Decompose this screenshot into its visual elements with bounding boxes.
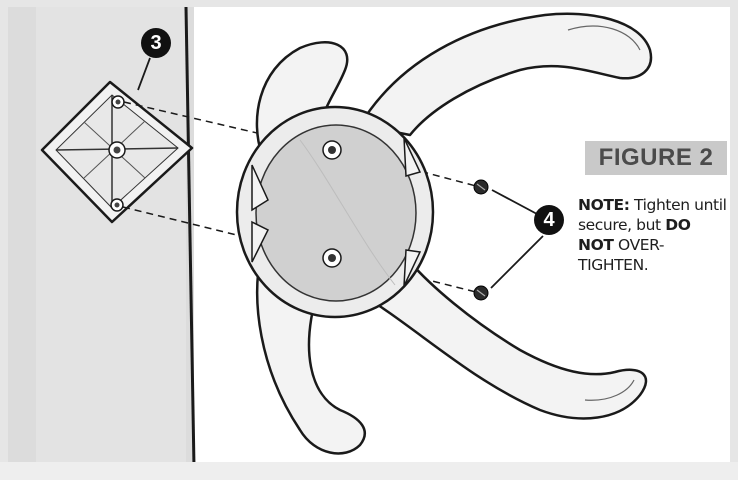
note-emphasis: DO NOT bbox=[578, 216, 691, 254]
frame-border bbox=[0, 0, 8, 480]
assembly-note: NOTE: Tighten until secure, but DO NOT O… bbox=[578, 195, 728, 275]
wall-edge bbox=[184, 6, 196, 468]
callout-leaders bbox=[137, 57, 544, 289]
wall-face bbox=[36, 7, 186, 467]
figure-title: FIGURE 2 bbox=[585, 141, 727, 175]
hanger-hub bbox=[235, 105, 435, 319]
note-text-2: OVER-TIGHTEN. bbox=[578, 236, 665, 274]
note-text-1: Tighten until secure, but bbox=[578, 196, 727, 234]
screws bbox=[473, 179, 489, 301]
note-prefix: NOTE: bbox=[578, 196, 630, 214]
frame-border bbox=[730, 0, 738, 480]
callout-4: 4 bbox=[534, 205, 564, 235]
frame-border bbox=[0, 462, 738, 480]
frame-border bbox=[0, 0, 738, 7]
hanger-arms bbox=[255, 12, 653, 455]
callout-3: 3 bbox=[141, 28, 171, 58]
